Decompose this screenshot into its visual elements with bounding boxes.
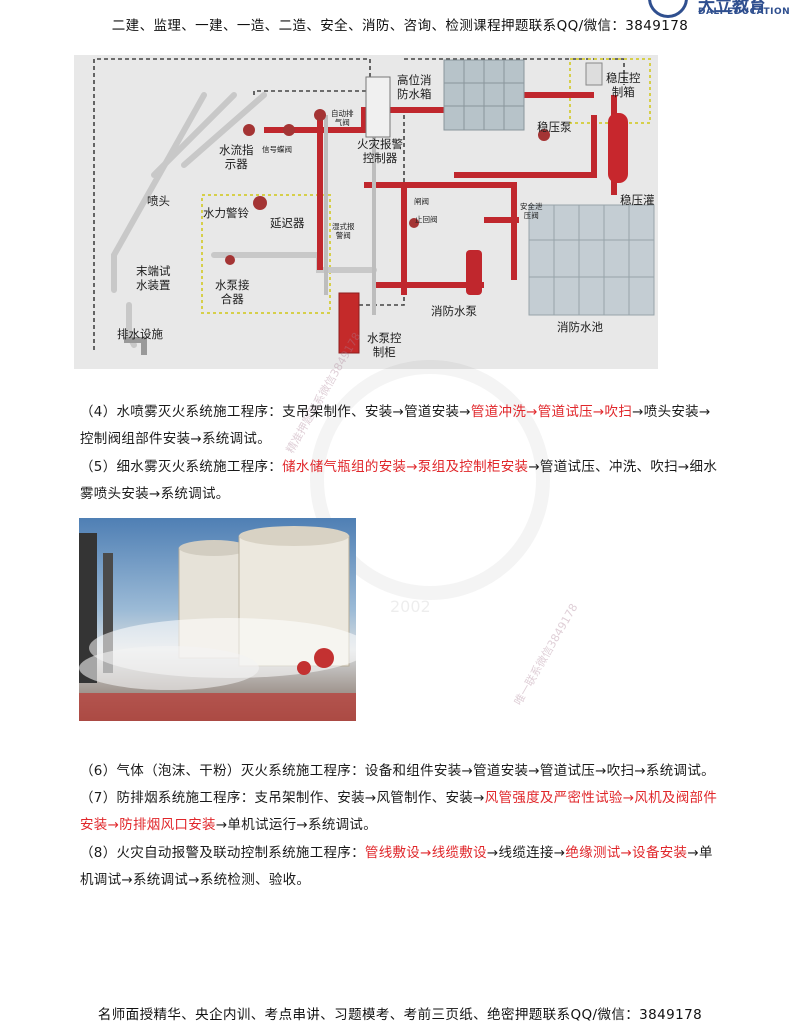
logo-emblem-icon [648, 0, 688, 18]
paragraph-water-spray: （4）水喷雾灭火系统施工程序：支吊架制作、安装→管道安装→管道冲洗→管道试压→吹… [80, 399, 720, 453]
sprinkler-system-diagram: 高位消防水箱 稳压控制箱 自动排气阀 火灾报警控制器 稳压泵 稳压灌 水流指示器… [74, 55, 658, 369]
label-pressure-control-box: 稳压控制箱 [606, 71, 641, 100]
paragraph-gas-system: （6）气体（泡沫、干粉）灭火系统施工程序：设备和组件安装→管道安装→管道试压→吹… [80, 763, 715, 779]
label-signal-valve: 信号蝶阀 [262, 145, 292, 154]
paragraph-fire-alarm: （8）火灾自动报警及联动控制系统施工程序：管线敷设→线缆敷设→线缆连接→绝缘测试… [80, 840, 720, 894]
label-pump-control-cabinet: 水泵控制柜 [367, 331, 402, 360]
page-header: 二建、监理、一建、一造、二造、安全、消防、咨询、检测课程押题联系QQ/微信：38… [111, 18, 689, 34]
p5-text-c: →管道试压、冲洗、吹扫→细水雾喷头安装→系统调试。 [80, 459, 718, 502]
p8-highlight-1: 管线敷设→线缆敷设 [364, 845, 487, 861]
paragraph-fine-mist: （5）细水雾灭火系统施工程序：储水储气瓶组的安装→泵组及控制柜安装→管道试压、冲… [80, 454, 720, 508]
photo-graphics [79, 518, 356, 721]
logo-chinese-name: 大立教育 [698, 0, 766, 16]
watermark-text-right: 唯一联系微信3849178 [511, 601, 581, 708]
p7-text-a: （7）防排烟系统施工程序：支吊架制作、安装→风管制作、安装→ [80, 790, 485, 806]
label-pressure-tank: 稳压灌 [620, 193, 655, 207]
p4-highlight: 管道冲洗→管道试压→吹扫 [470, 404, 633, 420]
water-mist-photo [79, 518, 356, 721]
p8-text-c: →线缆连接→ [486, 845, 566, 861]
label-fire-pump: 消防水泵 [431, 304, 477, 318]
p5-text-a: （5）细水雾灭火系统施工程序： [80, 459, 283, 475]
label-gate-valve: 闸阀 [414, 197, 429, 206]
paragraph-smoke-exhaust: （7）防排烟系统施工程序：支吊架制作、安装→风管制作、安装→风管强度及严密性试验… [80, 785, 720, 839]
logo-english-name: DALI EDUCATION [698, 7, 791, 17]
p7-text-c: →单机试运行→系统调试。 [215, 817, 378, 833]
label-water-bell: 水力警铃 [203, 206, 249, 220]
label-check-valve: 止回阀 [415, 215, 438, 224]
label-auto-vent-valve: 自动排气阀 [331, 109, 354, 128]
label-fire-pool: 消防水池 [557, 320, 603, 334]
label-wet-alarm-valve: 湿式报警阀 [332, 222, 355, 241]
label-pump-adapter: 水泵接合器 [215, 278, 250, 307]
p8-text-a: （8）火灾自动报警及联动控制系统施工程序： [80, 845, 365, 861]
label-alarm-controller: 火灾报警控制器 [357, 137, 403, 166]
p8-text-e: →单机调试→系统调试→系统检测、验收。 [80, 845, 713, 888]
label-end-test-device: 末端试水装置 [136, 264, 171, 293]
brand-logo: 大立教育 DALI EDUCATION [648, 0, 798, 22]
p4-text-a: （4）水喷雾灭火系统施工程序：支吊架制作、安装→管道安装→ [80, 404, 471, 420]
label-high-tank: 高位消防水箱 [397, 73, 432, 102]
page-footer: 名师面授精华、央企内训、考点串讲、习题模考、考前三页纸、绝密押题联系QQ/微信：… [97, 1007, 703, 1023]
label-relief-valve: 安全泄压阀 [520, 202, 543, 221]
p7-highlight: 风管强度及严密性试验→风机及阀部件安装→防排烟风口安装 [80, 790, 718, 833]
p8-highlight-2: 绝缘测试→设备安装 [565, 845, 688, 861]
label-drain: 排水设施 [117, 327, 163, 341]
p5-highlight: 储水储气瓶组的安装→泵组及控制柜安装 [282, 459, 529, 475]
label-flow-indicator: 水流指示器 [219, 143, 254, 172]
label-delay-device: 延迟器 [270, 216, 305, 230]
label-pressure-pump: 稳压泵 [537, 120, 572, 134]
p4-text-c: →喷头安装→控制阀组部件安装→系统调试。 [80, 404, 711, 447]
watermark-year: 2002 [390, 597, 431, 616]
label-sprinkler: 喷头 [147, 194, 170, 208]
diagram-graphics [93, 58, 655, 355]
